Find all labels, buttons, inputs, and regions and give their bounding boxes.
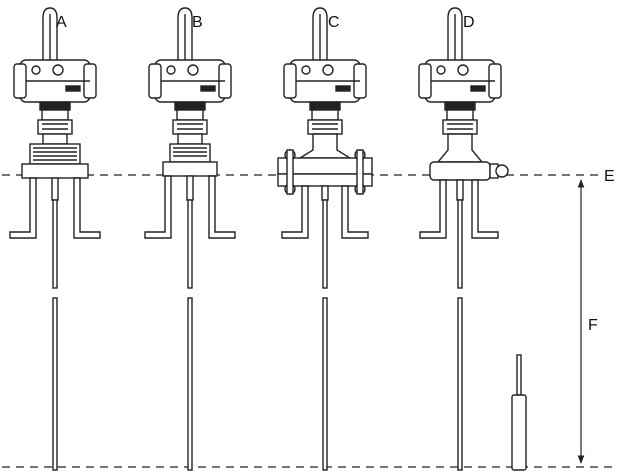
device-d bbox=[418, 7, 509, 471]
label-c: C bbox=[328, 14, 340, 31]
probe-float bbox=[511, 354, 527, 471]
label-f: F bbox=[588, 317, 598, 334]
label-a: A bbox=[56, 14, 67, 31]
device-a bbox=[9, 7, 101, 471]
label-b: B bbox=[192, 14, 203, 31]
device-c bbox=[277, 7, 373, 471]
label-e: E bbox=[604, 168, 615, 185]
label-d: D bbox=[463, 14, 475, 31]
device-b bbox=[144, 7, 236, 471]
